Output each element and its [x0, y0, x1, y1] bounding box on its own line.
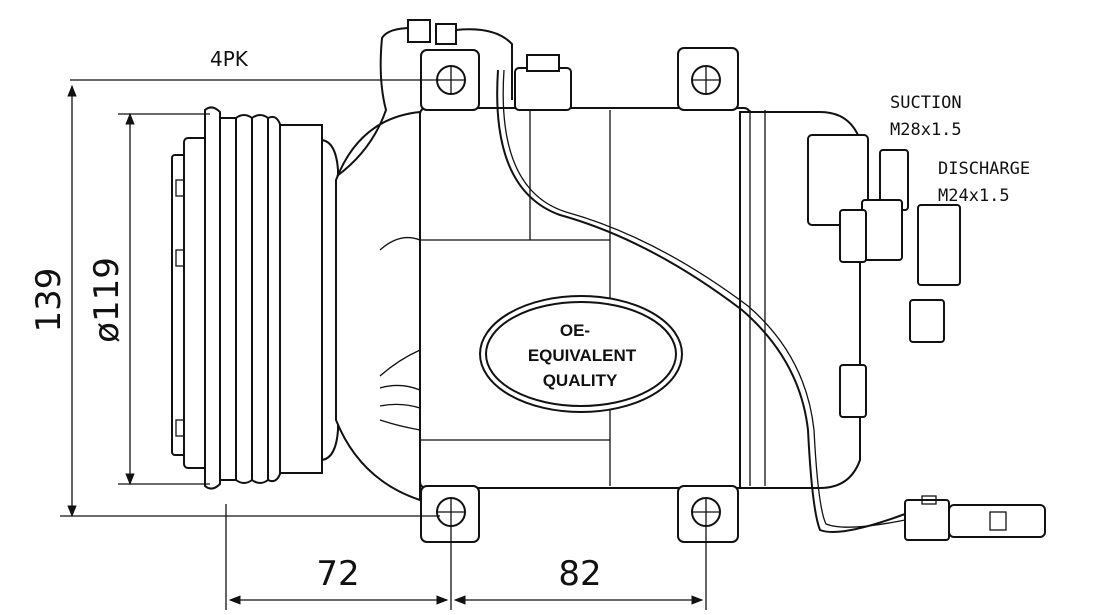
badge-line-1: OE- [560, 321, 590, 340]
height-dimension-label: 139 [29, 268, 69, 333]
compressor-body [335, 54, 961, 502]
discharge-thread-label: M24x1.5 [938, 186, 1010, 206]
suction-label: SUCTION [890, 93, 962, 113]
dimension-72: 72 [225, 504, 452, 610]
pulley-diameter-label: ø119 [87, 257, 127, 343]
dimension-139: 139 [29, 84, 440, 518]
offset-72-label: 72 [316, 554, 359, 594]
belt-profile-label: 4PK [210, 47, 249, 71]
oe-equivalent-quality-badge: OE- EQUIVALENT QUALITY [479, 295, 683, 413]
mount-ear-bottom-right [677, 485, 739, 543]
badge-line-2: EQUIVALENT [528, 346, 637, 365]
mount-ear-top-right [677, 47, 739, 111]
clutch-pulley [171, 106, 339, 490]
dimension-119: ø119 [87, 112, 210, 486]
suction-thread-label: M28x1.5 [890, 120, 962, 140]
dimension-82: 82 [453, 526, 707, 610]
discharge-label: DISCHARGE [938, 159, 1030, 179]
discharge-callout: DISCHARGE M24x1.5 [938, 159, 1030, 206]
dimension-4pk: 4PK [70, 47, 440, 81]
offset-82-label: 82 [558, 554, 601, 594]
clutch-wire [336, 19, 906, 533]
mount-ear-top-left [420, 49, 480, 111]
suction-callout: SUCTION M28x1.5 [890, 93, 962, 140]
badge-line-3: QUALITY [543, 371, 618, 390]
mount-ear-bottom-left [420, 485, 480, 543]
wire-connector [904, 495, 1046, 541]
